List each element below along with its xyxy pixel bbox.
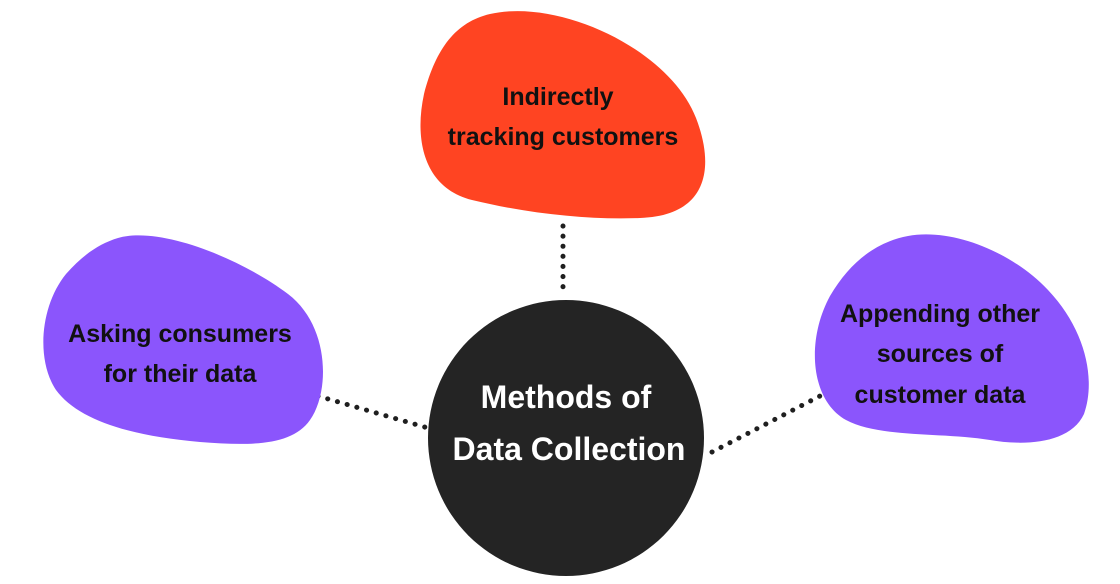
connector-left <box>315 393 431 431</box>
center-hub-circle <box>428 300 704 576</box>
top-node-blob <box>420 11 706 219</box>
left-node-blob <box>43 235 323 444</box>
top-node-label-line2: tracking customers <box>448 123 679 151</box>
left-node-label-line1: Asking consumers <box>68 320 292 348</box>
top-node-label-line1: Indirectly <box>502 83 613 111</box>
right-node-label-line1: Appending other <box>840 300 1040 328</box>
center-hub-label-line1: Methods of <box>481 379 652 415</box>
left-node-label-line2: for their data <box>104 360 258 388</box>
center-hub-label-line2: Data Collection <box>453 431 686 467</box>
right-node-blob <box>814 234 1089 443</box>
right-node-label-line3: customer data <box>855 381 1027 409</box>
right-node-label-line2: sources of <box>877 340 1004 368</box>
connector-right <box>709 393 823 455</box>
